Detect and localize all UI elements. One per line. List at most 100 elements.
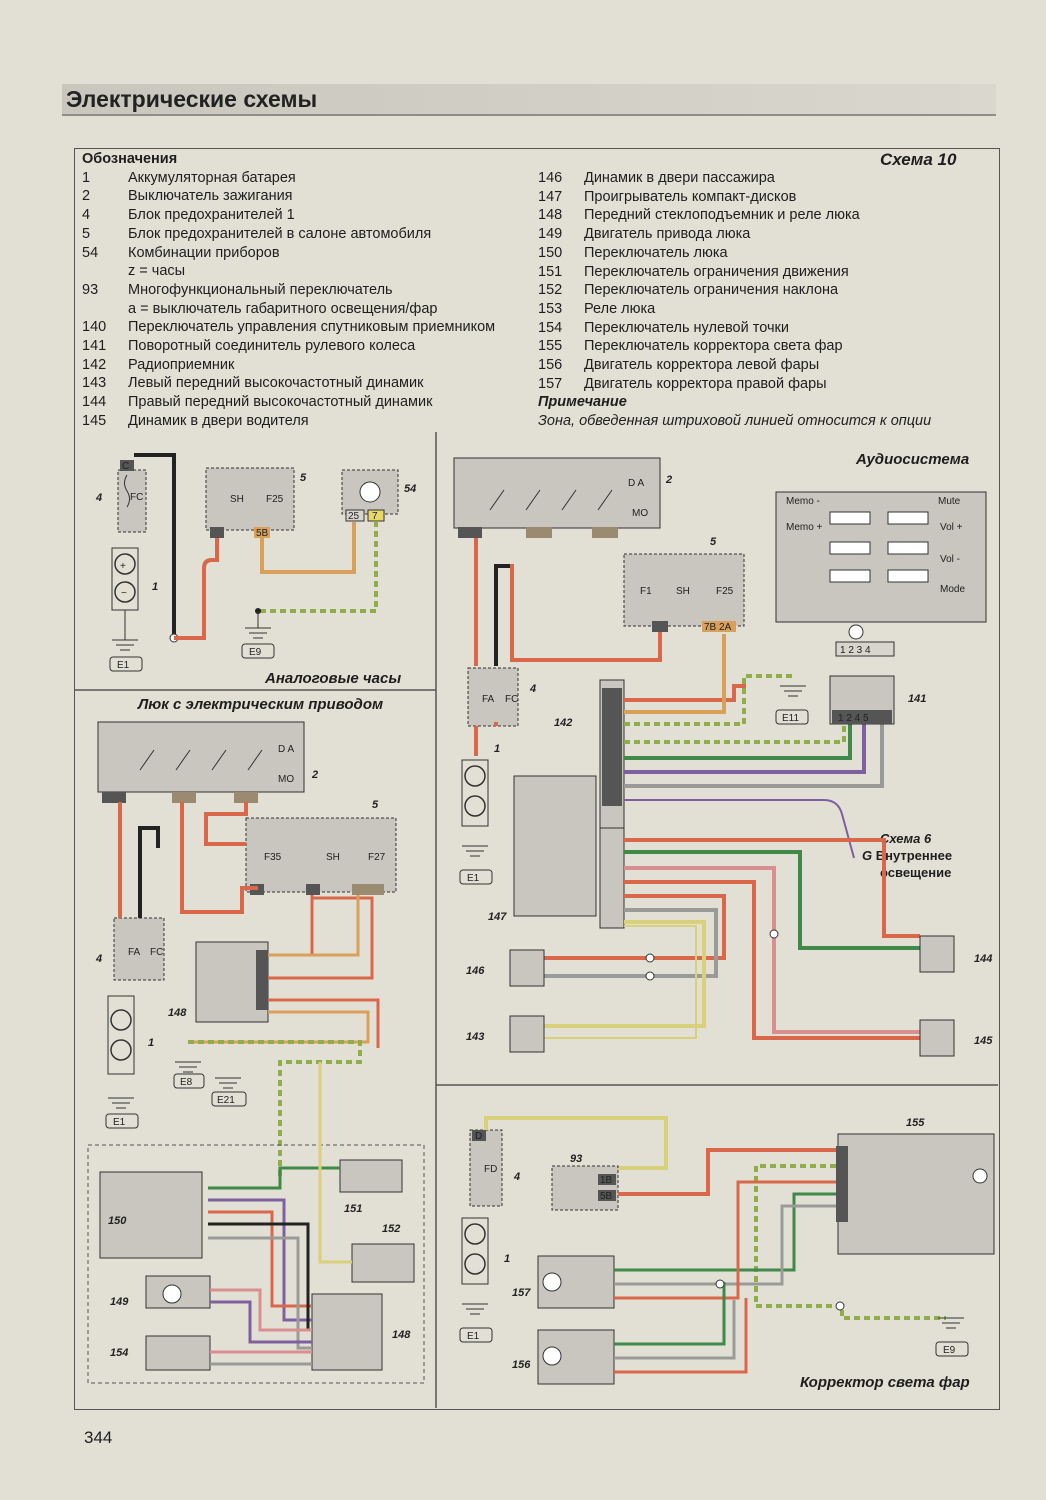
battery-plus-icon <box>110 1009 132 1031</box>
battery-1 <box>461 1217 489 1285</box>
wire-green-yellow <box>624 712 846 744</box>
pin-labels: 1 2 3 4 <box>840 645 871 656</box>
component-tag-141: 141 <box>908 693 926 705</box>
control-label-vol-minus: Vol - <box>940 554 960 565</box>
fuse-label-fa: FA <box>128 947 141 958</box>
relay-connector <box>256 950 268 1010</box>
ground-icon <box>215 1077 241 1089</box>
component-tag-147: 147 <box>488 911 507 923</box>
component-tag-1: 1 <box>148 1037 154 1049</box>
fuse-block-5 <box>245 817 397 893</box>
legend-note-title: Примечание <box>538 394 627 411</box>
connector-1 <box>210 527 224 538</box>
external-ref-name: Внутреннее <box>875 848 953 863</box>
control-label-memo-minus: Memo - <box>786 496 820 507</box>
ground-icon <box>462 845 488 857</box>
fuse-block-1 <box>117 469 147 533</box>
component-tag-5: 5 <box>372 799 379 811</box>
wire-black <box>138 826 160 918</box>
connector-5b <box>598 1190 616 1201</box>
radio-connector-b <box>599 827 625 929</box>
fuse-label-fc: FC <box>505 694 518 705</box>
ground-e9 <box>935 1341 969 1357</box>
legend-item: z = часы <box>128 263 186 280</box>
external-ref-letter: G <box>862 848 873 863</box>
connector-1245 <box>832 710 892 724</box>
diagram-frame <box>74 148 1000 1410</box>
fuse-symbol <box>124 474 130 508</box>
component-tag-155: 155 <box>906 1117 925 1129</box>
wire-red <box>174 538 219 640</box>
component-tag-145: 145 <box>974 1035 993 1047</box>
component-tag-1: 1 <box>504 1253 510 1265</box>
wire-red <box>618 1148 836 1196</box>
motor-icon <box>542 1346 562 1366</box>
ground-label-e9: E9 <box>249 647 262 658</box>
wire-grey <box>208 1236 312 1350</box>
wire-red <box>624 880 920 1040</box>
battery-minus-icon <box>110 1039 132 1061</box>
component-tag-152: 152 <box>382 1223 400 1235</box>
wire-red <box>510 564 662 662</box>
component-tag-144: 144 <box>974 953 992 965</box>
fuse-label-f25: F25 <box>716 586 734 597</box>
wire-purple <box>624 722 866 774</box>
ground-e1 <box>459 869 493 885</box>
battery-plus-icon <box>114 553 136 575</box>
page-title: Электрические схемы <box>66 86 318 112</box>
ground-icon <box>175 1061 201 1073</box>
component-tag-5: 5 <box>710 536 717 548</box>
header-bar <box>62 84 996 116</box>
ground-icon <box>938 1317 964 1329</box>
connector-7b-2a <box>702 621 736 632</box>
legend-item: a = выключатель габаритного освещения/фа… <box>128 300 438 317</box>
component-tag-151: 151 <box>344 1203 362 1215</box>
battery-minus-icon <box>114 581 136 603</box>
component-tag-150: 150 <box>108 1215 127 1227</box>
switch-contacts <box>139 749 263 771</box>
resistor <box>887 541 929 555</box>
wire-green-yellow <box>188 1040 362 1180</box>
fuse-label-f35: F35 <box>264 852 282 863</box>
lamp-icon <box>848 624 864 640</box>
wire-pink <box>210 1288 312 1332</box>
wire-orange <box>624 634 726 714</box>
ground-label-e1: E1 <box>467 873 480 884</box>
splice <box>715 1279 725 1289</box>
fuse-label-fa: FA <box>482 694 495 705</box>
motor-icon <box>542 1272 562 1292</box>
external-ref-schema: Схема 6 <box>880 831 932 846</box>
fuse-block-4 <box>467 667 519 727</box>
wire-green-yellow <box>754 1164 946 1320</box>
wire-green <box>614 1192 836 1272</box>
wire-black <box>134 453 176 637</box>
ground-icon <box>245 627 271 639</box>
ignition-switch-2 <box>453 457 661 529</box>
connector <box>172 792 196 803</box>
ground-e1 <box>459 1327 493 1343</box>
switch-label-da: D A <box>278 744 294 755</box>
component-tag-146: 146 <box>466 965 485 977</box>
ignition-switch-2 <box>97 721 305 793</box>
connector-5b <box>254 527 270 538</box>
zero-point-switch-154 <box>145 1335 211 1371</box>
battery-1 <box>111 547 139 611</box>
wire-red <box>624 838 920 938</box>
ground-label-e11: E11 <box>782 713 799 724</box>
component-tag-4: 4 <box>513 1171 520 1183</box>
